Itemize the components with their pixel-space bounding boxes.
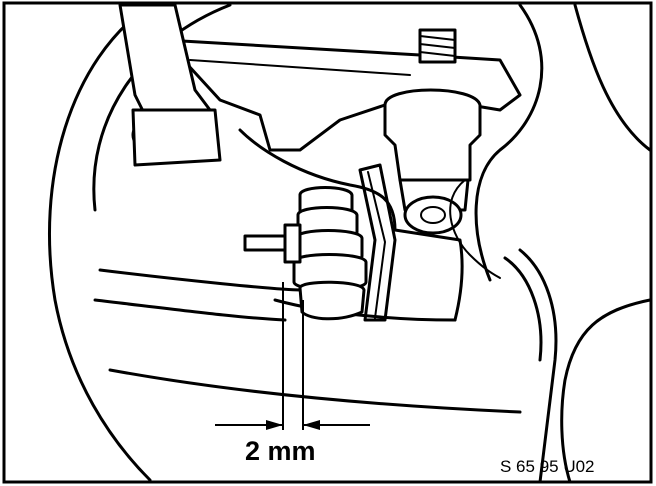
right-lower-curve-inner <box>518 248 558 484</box>
tie-rod-boot <box>292 186 368 321</box>
ball-joint-housing <box>383 88 482 182</box>
clamp-band-edge <box>367 171 386 319</box>
ball-joint-nut-hole <box>420 206 446 224</box>
figure-reference-code: S 65 95 U02 <box>500 457 595 476</box>
right-lower-curve-outer <box>503 256 543 362</box>
right-panel-curve <box>573 3 652 152</box>
dimension-label: 2 mm <box>245 436 316 466</box>
body-panel-line-upper <box>98 268 302 292</box>
control-arm-edge <box>189 59 411 76</box>
clamp-band <box>358 163 397 322</box>
stud-threads <box>419 35 456 57</box>
tie-rod-bolt <box>243 234 292 252</box>
body-panel-line-lower <box>108 368 522 414</box>
right-lower-curve <box>560 298 652 484</box>
dimension-arrow-right <box>303 420 320 430</box>
ball-joint-nut <box>403 195 463 235</box>
hose-collar <box>131 108 222 167</box>
strut-housing-outline <box>474 3 544 282</box>
tie-rod-bolt-head <box>283 223 302 264</box>
dimension-arrow-left <box>266 420 283 430</box>
sensor-wire <box>449 179 501 279</box>
body-panel-line-middle <box>93 298 287 322</box>
knuckle-body <box>238 128 464 322</box>
wheel-arch-inner-outline <box>92 3 232 212</box>
wheel-arch-outline <box>48 3 152 482</box>
